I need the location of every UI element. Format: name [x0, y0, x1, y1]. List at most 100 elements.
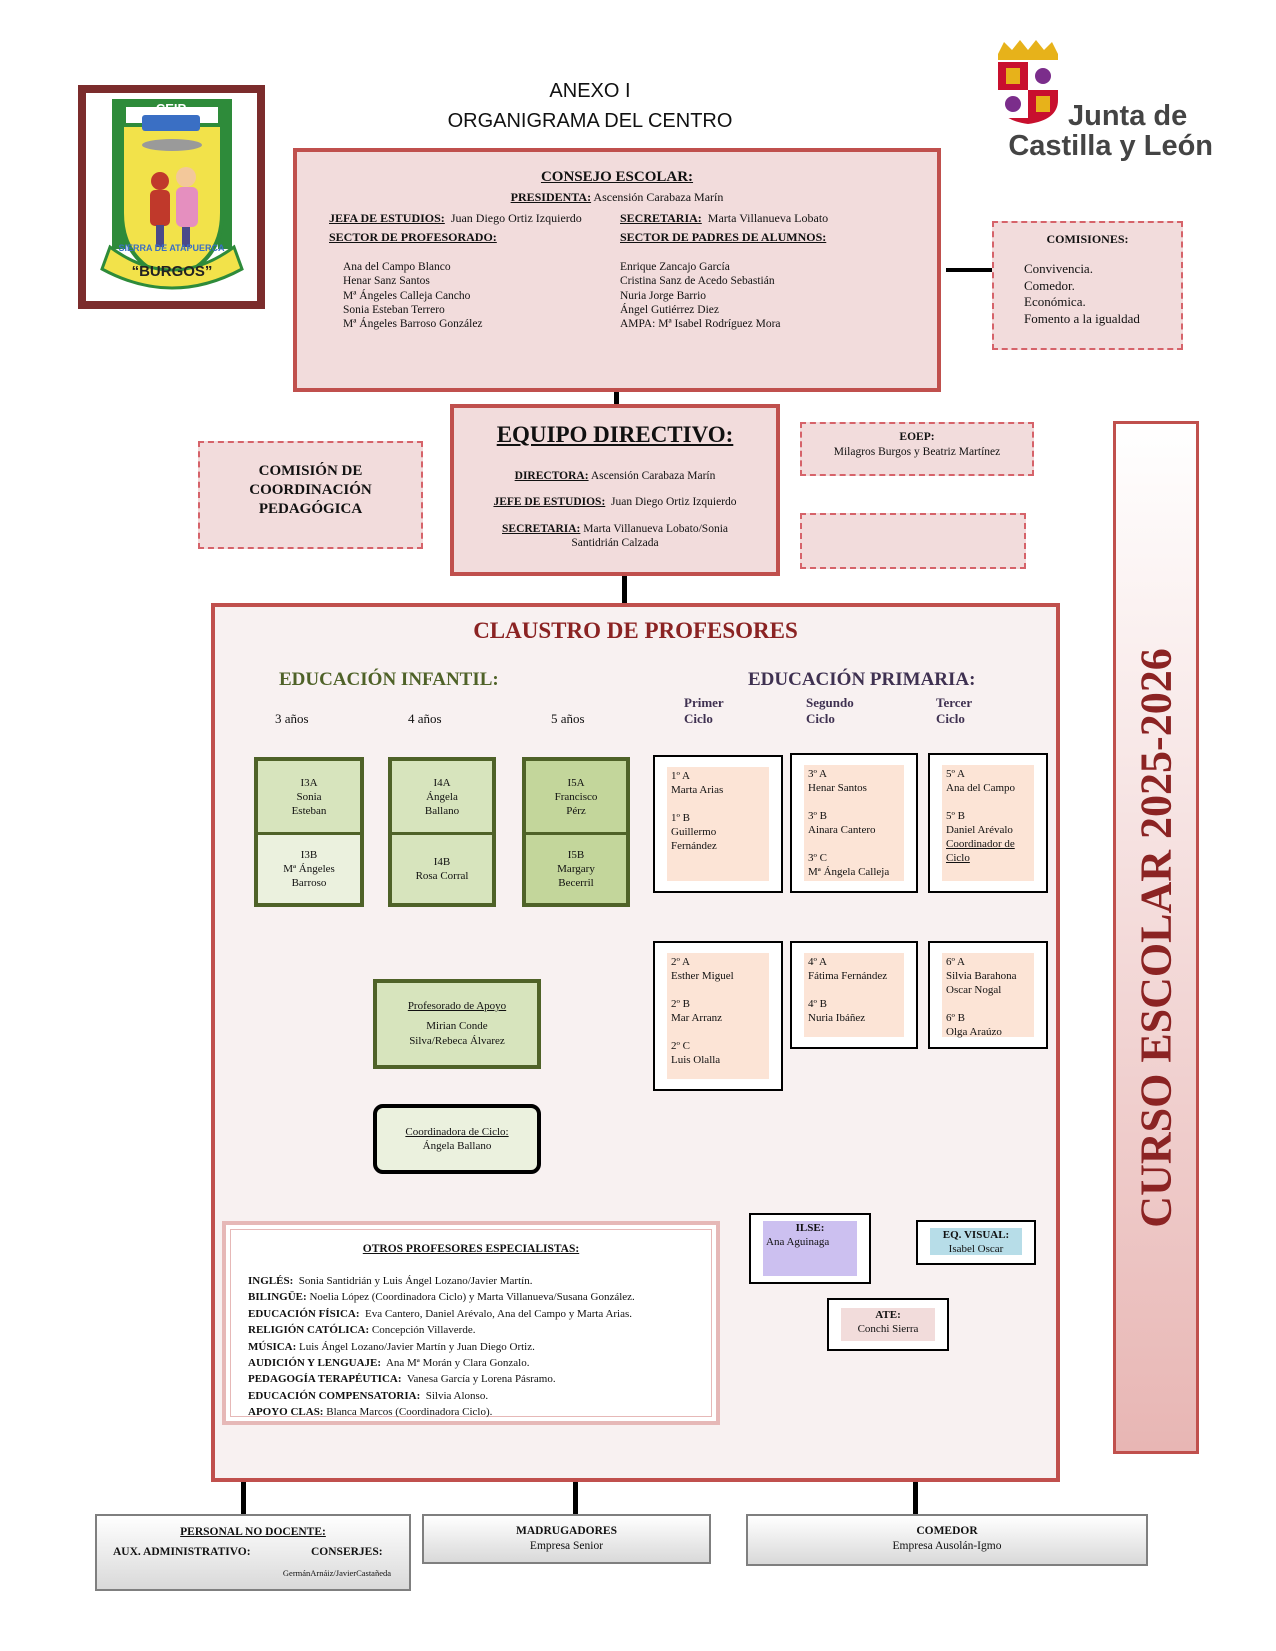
ccp-text: COMISIÓN DE COORDINACIÓN PEDAGÓGICA [200, 462, 421, 519]
equipo-secretaria-label: SECRETARIA: [502, 523, 581, 535]
list-item: INGLÉS: Sonia Santidrián y Luis Ángel Lo… [248, 1275, 533, 1287]
school-logo-ceip: CEIP [155, 101, 187, 116]
especialistas-list: INGLÉS: Sonia Santidrián y Luis Ángel Lo… [248, 1273, 635, 1421]
junta-line1: Junta de [1068, 100, 1188, 132]
list-item: AUDICIÓN Y LENGUAJE: Ana Mª Morán y Clar… [248, 1357, 530, 1370]
title-line1: ANEXO I [549, 80, 631, 102]
curso-banner-text: CURSO ESCOLAR 2025-2026 [1131, 647, 1181, 1228]
eoep-title: EOEP: [899, 431, 935, 443]
coord-infantil-title: Coordinadora de Ciclo: [405, 1126, 509, 1138]
sector-padres-label: SECTOR DE PADRES DE ALUMNOS: [620, 230, 827, 244]
secretaria-label: SECRETARIA: [620, 211, 702, 225]
connector-equipo-claustro [622, 575, 627, 603]
curso-banner: CURSO ESCOLAR 2025-2026 [1113, 421, 1199, 1454]
consejo-escolar-box: CONSEJO ESCOLAR: PRESIDENTA: Ascensión C… [293, 148, 941, 392]
connector-consejo-comisiones [946, 268, 992, 272]
jefa-label: JEFA DE ESTUDIOS: [329, 211, 445, 225]
no-docente-names: GermánArnáiz/JavierCastañeda [282, 1568, 391, 1578]
equipo-directivo-box: EQUIPO DIRECTIVO: DIRECTORA: Ascensión C… [450, 404, 780, 576]
eqvisual-title: EQ. VISUAL: [942, 1229, 1010, 1241]
connector-claustro-madrugadores [573, 1482, 578, 1514]
eqvisual-name: Isabel Oscar [948, 1243, 1004, 1255]
consejo-secretaria: SECRETARIA: Marta Villanueva Lobato [620, 211, 828, 226]
comisiones-title: COMISIONES: [1046, 232, 1129, 246]
conserjes-label: CONSERJES: [311, 1546, 383, 1558]
list-item: Sonia Esteban Terrero [343, 303, 445, 316]
coord-infantil-name: Ángela Ballano [422, 1140, 492, 1152]
school-logo-arc: SIERRA DE ATAPUERCA [118, 243, 225, 253]
primaria-title: EDUCACIÓN PRIMARIA: [748, 669, 976, 690]
padres-list: Enrique Zancajo García Cristina Sanz de … [620, 260, 781, 331]
sector-profesorado-label: SECTOR DE PROFESORADO: [329, 230, 497, 244]
school-crest-icon [100, 99, 244, 290]
list-item: APOYO CLAS: Blanca Marcos (Coordinadora … [248, 1406, 493, 1419]
apoyo-line1: Mirian Conde [426, 1020, 488, 1032]
equipo-secretaria: SECRETARIA: Marta Villanueva Lobato/Soni… [454, 522, 776, 550]
eqvisual-box: EQ. VISUAL: Isabel Oscar [916, 1220, 1036, 1265]
consejo-jefa: JEFA DE ESTUDIOS: Juan Diego Ortiz Izqui… [329, 211, 582, 226]
page-title: ANEXO I ORGANIGRAMA DEL CENTRO [300, 76, 880, 136]
list-item: Mª Ángeles Calleja Cancho [343, 289, 471, 302]
junta-logo: Junta de Castilla y León [968, 38, 1213, 163]
apoyo-box: Profesorado de Apoyo Mirian Conde Silva/… [373, 979, 541, 1069]
claustro-title: CLAUSTRO DE PROFESORES [473, 618, 798, 643]
connector-consejo-equipo [614, 390, 619, 408]
comedor-box: COMEDOR Empresa Ausolán-Igmo [746, 1514, 1148, 1566]
equipo-secretaria-line2: Santidrián Calzada [571, 537, 659, 549]
ccp-line1: COMISIÓN DE [258, 463, 363, 479]
aux-label: AUX. ADMINISTRATIVO: [113, 1546, 251, 1558]
presidenta-name: Ascensión Carabaza Marín [593, 190, 724, 204]
consejo-presidenta: PRESIDENTA: Ascensión Carabaza Marín [297, 190, 937, 205]
especialistas-box: OTROS PROFESORES ESPECIALISTAS: INGLÉS: … [222, 1221, 720, 1425]
list-item: Comedor. [1024, 277, 1075, 293]
especialistas-title: OTROS PROFESORES ESPECIALISTAS: [362, 1243, 580, 1255]
profesorado-list: Ana del Campo Blanco Henar Sanz Santos M… [343, 260, 483, 331]
title-line2: ORGANIGRAMA DEL CENTRO [447, 110, 733, 132]
jefa-name: Juan Diego Ortiz Izquierdo [450, 211, 582, 225]
comedor-sub: Empresa Ausolán-Igmo [892, 1540, 1002, 1552]
connector-claustro-comedor [913, 1482, 918, 1514]
equipo-secretaria-line1: Marta Villanueva Lobato/Sonia [583, 523, 728, 535]
list-item: MÚSICA: Luis Ángel Lozano/Javier Martín … [248, 1340, 535, 1353]
infantil-title: EDUCACIÓN INFANTIL: [279, 669, 499, 690]
equipo-jefe: JEFE DE ESTUDIOS: Juan Diego Ortiz Izqui… [454, 496, 776, 508]
eoep-box: EOEP: Milagros Burgos y Beatriz Martínez [800, 422, 1034, 476]
age-label-4: 4 años [408, 711, 442, 726]
age-label-3: 3 años [275, 711, 309, 726]
comisiones-box: COMISIONES: Convivencia. Comedor. Económ… [992, 221, 1183, 350]
equipo-title: EQUIPO DIRECTIVO: [496, 422, 734, 447]
list-item: Fomento a la igualdad [1024, 310, 1140, 326]
madrugadores-title: MADRUGADORES [516, 1525, 617, 1537]
directora-name: Ascensión Carabaza Marín [590, 470, 716, 482]
presidenta-label: PRESIDENTA: [510, 190, 592, 204]
list-item: AMPA: Mª Isabel Rodríguez Mora [620, 318, 781, 331]
list-item: RELIGIÓN CATÓLICA: Concepción Villaverde… [248, 1324, 476, 1337]
list-item: BILINGÜE: Noelia López (Coordinadora Cic… [248, 1291, 635, 1304]
jefe-name: Juan Diego Ortiz Izquierdo [611, 496, 737, 508]
list-item: EDUCACIÓN COMPENSATORIA: Silvia Alonso. [248, 1389, 489, 1402]
school-logo-city: “BURGOS” [131, 263, 213, 280]
apoyo-title: Profesorado de Apoyo [407, 1000, 507, 1012]
equipo-directora: DIRECTORA: Ascensión Carabaza Marín [454, 470, 776, 482]
ilse-title: ILSE: [795, 1222, 825, 1234]
madrugadores-sub: Empresa Senior [529, 1540, 604, 1552]
directora-label: DIRECTORA: [514, 470, 589, 482]
list-item: Ana del Campo Blanco [343, 261, 451, 273]
school-logo: CEIP SIERRA DE ATAPUERCA “BURGOS” [78, 85, 265, 309]
empty-dashed-box [800, 513, 1026, 569]
claustro-box: CLAUSTRO DE PROFESORES EDUCACIÓN INFANTI… [211, 603, 1060, 1482]
jefe-label: JEFE DE ESTUDIOS: [493, 496, 606, 508]
